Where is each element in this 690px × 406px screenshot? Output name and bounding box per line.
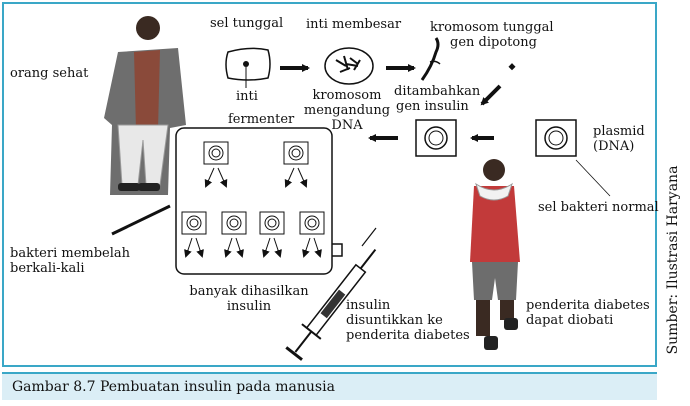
label-much-insulin-line2: insulin [226,299,272,314]
fermenter-bacteria [181,141,325,235]
label-single-chromosome-line1: kromosom tunggal [430,20,554,35]
label-nucleus: inti [236,89,258,104]
label-patient-treated-line2: dapat diobati [526,313,614,328]
patient-illustration [470,159,520,350]
modified-bacterium-cell [415,119,457,157]
division-arrows [184,167,322,258]
figure-caption: Gambar 8.7 Pembuatan insulin pada manusi… [12,379,335,395]
label-added-line2: gen insulin [396,99,469,114]
arrow-to-modified-bacterium [480,84,502,106]
label-single-cell: sel tunggal [210,16,284,31]
label-single-chromosome-line2: gen dipotong [450,35,537,50]
label-insulin-injected-line2: disuntikkan ke [346,313,443,328]
label-enlarged-nucleus: inti membesar [306,17,402,32]
label-patient-treated-line1: penderita diabetes [526,298,650,313]
label-insulin-injected-line3: penderita diabetes [346,328,470,343]
pointer-bacteria-dividing [111,204,171,236]
label-chromosome-line1: kromosom [312,88,382,103]
diagram-frame [2,2,657,367]
label-chromosome-line2: mengandung [303,103,391,118]
label-normal-bacterium: sel bakteri normal [538,200,659,215]
caption-bar: Gambar 8.7 Pembuatan insulin pada manusi… [2,372,657,400]
label-added-line1: ditambahkan [394,84,481,99]
cut-gene-fragment [508,63,516,71]
normal-bacterium-cell [535,119,611,197]
label-plasmid-line1: plasmid [593,124,645,139]
enlarged-nucleus [324,47,374,85]
syringe-illustration [285,227,377,361]
label-much-insulin-line1: banyak dihasilkan [189,284,309,299]
source-credit: Sumber: Ilustrasi Haryana [665,165,681,355]
label-healthy-person: orang sehat [10,66,89,81]
single-chromosome [420,37,516,81]
label-insulin-injected-line1: insulin [346,298,391,313]
label-plasmid-line2: (DNA) [593,139,635,154]
label-chromosome-line3: DNA [331,118,363,133]
single-cell [225,47,271,88]
healthy-person-illustration [104,16,186,195]
label-bacteria-divide-line2: berkali-kali [10,261,85,276]
label-bacteria-divide-line1: bakteri membelah [10,246,131,261]
label-fermenter: fermenter [228,112,295,127]
